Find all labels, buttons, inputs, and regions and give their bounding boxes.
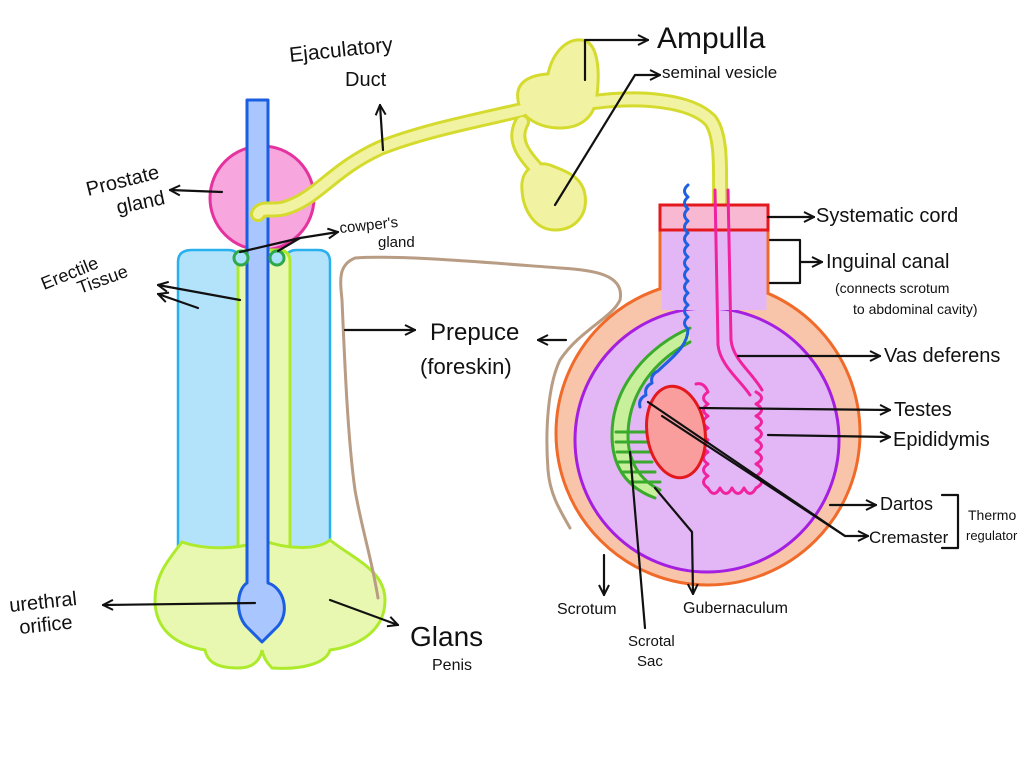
cowpers-gland-left xyxy=(232,249,250,267)
erectile-tissue-arrow-1 xyxy=(158,285,242,302)
scrotal-sac-label-line2: Sac xyxy=(637,653,663,670)
epididymis-label: Epididymis xyxy=(893,429,990,451)
ejaculatory-duct-arrow xyxy=(380,105,383,152)
vas-deferens-duct xyxy=(589,94,726,209)
seminal-vesicle-arrow xyxy=(553,75,662,207)
cremaster-label: Cremaster xyxy=(869,528,949,547)
vas-deferens-tube-left xyxy=(713,188,752,397)
testicular-vessel xyxy=(638,183,690,409)
erectile-tissue-right xyxy=(283,248,332,550)
seminal-ducts xyxy=(250,38,729,232)
cowpers-gland-label-line1: cowper's xyxy=(339,214,399,237)
cowpers-gland-label-line2: gland xyxy=(378,234,415,251)
glans-penis-label-line1: Glans xyxy=(410,621,483,652)
prostate-gland-arrow xyxy=(170,190,224,192)
thermoregulator-label-line2: regulator xyxy=(966,528,1018,543)
pointer-arrows xyxy=(101,40,960,630)
vas-deferens-tube-right xyxy=(726,188,764,392)
gubernaculum-hatching xyxy=(614,430,662,484)
gubernaculum-arrow xyxy=(653,486,693,596)
seminal-vesicle xyxy=(520,162,587,232)
scrotal-sac-label-line1: Scrotal xyxy=(628,633,675,650)
cremaster-arrow-branch xyxy=(660,414,847,538)
seminal-vesicle-label: seminal vesicle xyxy=(662,63,777,82)
ejaculatory-duct-label-line1: Ejaculatory xyxy=(288,33,394,67)
urethral-orifice-label-line2: orifice xyxy=(18,612,73,639)
scrotum xyxy=(554,183,862,587)
prepuce-outline xyxy=(339,255,622,600)
testes-label: Testes xyxy=(894,399,952,421)
testes-arrow xyxy=(698,408,892,410)
labels: Ampulla seminal vesicle Ejaculatory Duct… xyxy=(8,22,1018,674)
inguinal-canal-label-line3: to abdominal cavity) xyxy=(853,301,978,317)
scrotum-label: Scrotum xyxy=(557,601,617,618)
inguinal-canal-label-line1: Inguinal canal xyxy=(826,251,949,273)
inguinal-canal-label-line2: (connects scrotum xyxy=(835,280,949,296)
thermoregulator-label-line1: Thermo xyxy=(968,507,1016,523)
glans-penis-label-line2: Penis xyxy=(432,657,472,674)
spermatic-cord-label: Systematic cord xyxy=(816,205,958,227)
erectile-tissue-arrow-2 xyxy=(158,294,200,310)
cremaster-line-outer xyxy=(610,326,692,500)
testis xyxy=(645,384,707,480)
ampulla-label: Ampulla xyxy=(657,22,766,55)
cowpers-gland-arrow-branch xyxy=(276,236,302,253)
ejaculatory-duct-label-line2: Duct xyxy=(345,69,387,91)
vas-deferens-label: Vas deferens xyxy=(884,345,1000,367)
ampulla-vesicle-link xyxy=(513,117,541,173)
dartos-label: Dartos xyxy=(880,494,933,514)
urethra xyxy=(237,98,286,644)
thermoregulator-bracket xyxy=(940,493,960,550)
prepuce-label-line1: Prepuce xyxy=(430,319,519,346)
cowpers-gland-right xyxy=(268,249,286,267)
prepuce-label-line2: (foreskin) xyxy=(420,354,512,379)
scrotal-sac-pointer xyxy=(628,450,647,630)
penis xyxy=(153,98,387,670)
ejaculatory-duct xyxy=(253,105,527,219)
ampulla xyxy=(516,38,600,130)
urethral-orifice-arrow xyxy=(101,603,257,605)
glans-penis-arrow xyxy=(328,598,398,625)
ampulla-arrow xyxy=(583,40,650,82)
gubernaculum-label: Gubernaculum xyxy=(683,600,788,617)
epididymis-arrow xyxy=(766,435,892,437)
inguinal-canal-bracket xyxy=(768,238,802,285)
